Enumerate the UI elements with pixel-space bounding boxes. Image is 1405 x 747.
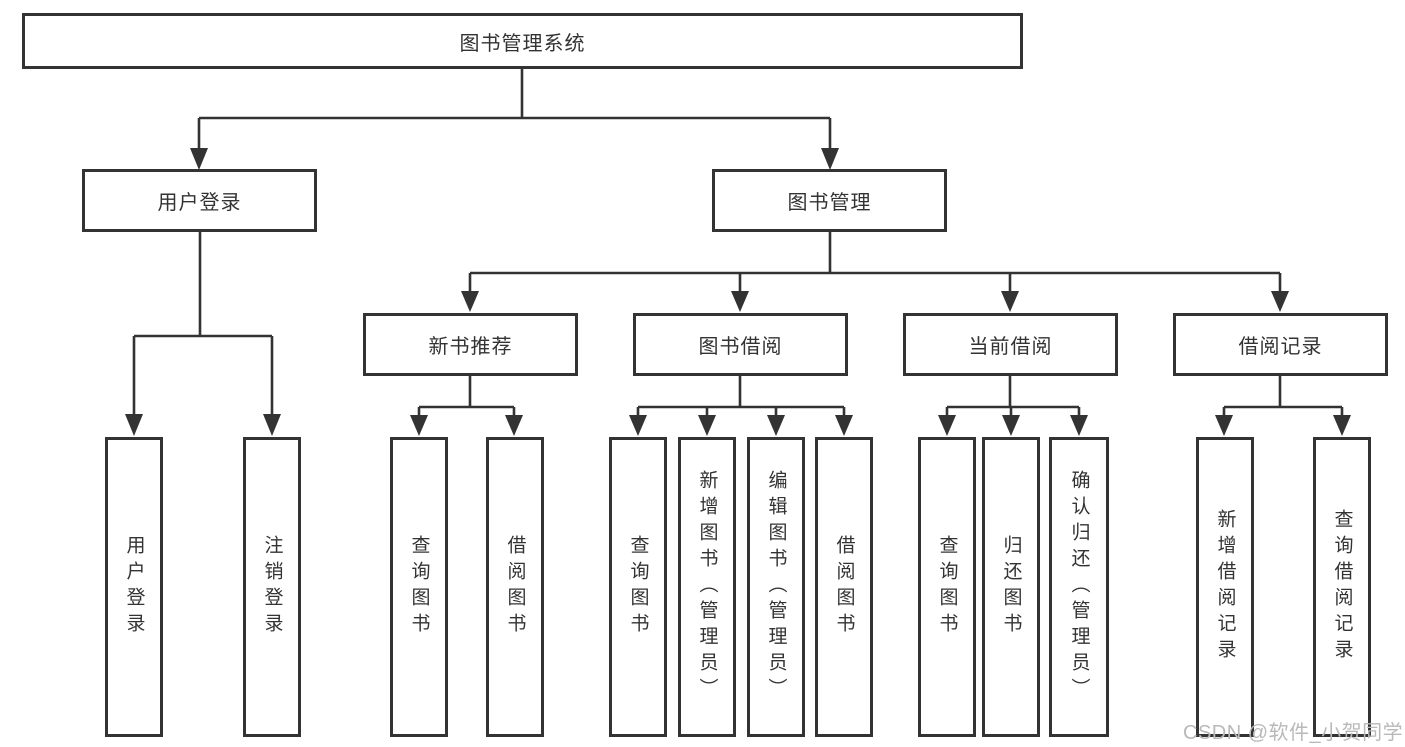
node-current-borrowing: 当前借阅 xyxy=(903,313,1118,376)
node-label: 归还图书 xyxy=(1000,535,1022,639)
node-label: 查询图书 xyxy=(936,535,958,639)
csdn-watermark: CSDN @软件_小贺同学 xyxy=(1183,722,1404,744)
node-borrowing-records: 借阅记录 xyxy=(1173,313,1388,376)
node-label: 新书推荐 xyxy=(428,336,513,358)
node-leaf-cb-confirm-return-admin: 确认归还（管理员） xyxy=(1049,437,1109,737)
node-leaf-rec-query-book: 查询图书 xyxy=(390,437,448,737)
node-leaf-cb-return-book: 归还图书 xyxy=(982,437,1040,737)
node-label: 查询图书 xyxy=(627,535,649,639)
node-label: 借阅记录 xyxy=(1238,336,1323,358)
node-label: 注销登录 xyxy=(261,535,283,639)
connector-borrow-records-to-leaves xyxy=(1215,376,1351,436)
node-library-management-system: 图书管理系统 xyxy=(22,13,1023,69)
node-leaf-bb-query-book: 查询图书 xyxy=(609,437,667,737)
node-label: 图书管理系统 xyxy=(459,32,586,55)
node-label: 编辑图书（管理员） xyxy=(765,470,787,704)
node-book-management: 图书管理 xyxy=(712,169,947,232)
node-new-book-recommendation: 新书推荐 xyxy=(363,313,578,376)
node-label: 借阅图书 xyxy=(833,535,855,639)
node-label: 确认归还（管理员） xyxy=(1068,470,1090,704)
node-leaf-bb-add-book-admin: 新增图书（管理员） xyxy=(678,437,736,737)
connector-current-borrow-to-leaves xyxy=(938,376,1088,436)
connector-user-login-to-leaves xyxy=(125,232,281,436)
node-leaf-user-login: 用户登录 xyxy=(105,437,163,737)
node-label: 查询借阅记录 xyxy=(1331,509,1353,665)
node-leaf-cb-query-book: 查询图书 xyxy=(918,437,976,737)
node-book-borrowing: 图书借阅 xyxy=(633,313,848,376)
node-label: 查询图书 xyxy=(408,535,430,639)
node-label: 用户登录 xyxy=(123,535,145,639)
node-leaf-logout: 注销登录 xyxy=(243,437,301,737)
node-label: 图书借阅 xyxy=(698,336,783,358)
node-leaf-br-add-record: 新增借阅记录 xyxy=(1196,437,1254,737)
connector-root-to-level2 xyxy=(190,69,839,170)
connector-new-book-rec-to-leaves xyxy=(410,376,523,436)
connector-book-mgmt-to-level3 xyxy=(461,232,1289,312)
node-label: 图书管理 xyxy=(787,192,872,214)
node-leaf-bb-edit-book-admin: 编辑图书（管理员） xyxy=(747,437,805,737)
node-leaf-br-query-record: 查询借阅记录 xyxy=(1313,437,1371,737)
node-label: 借阅图书 xyxy=(504,535,526,639)
node-user-login: 用户登录 xyxy=(82,169,317,232)
connector-book-borrow-to-leaves xyxy=(629,376,853,436)
node-label: 新增图书（管理员） xyxy=(696,470,718,704)
node-leaf-rec-borrow-book: 借阅图书 xyxy=(486,437,544,737)
node-label: 用户登录 xyxy=(157,192,242,214)
node-label: 当前借阅 xyxy=(968,336,1053,358)
node-label: 新增借阅记录 xyxy=(1214,509,1236,665)
node-leaf-bb-borrow-book: 借阅图书 xyxy=(815,437,873,737)
